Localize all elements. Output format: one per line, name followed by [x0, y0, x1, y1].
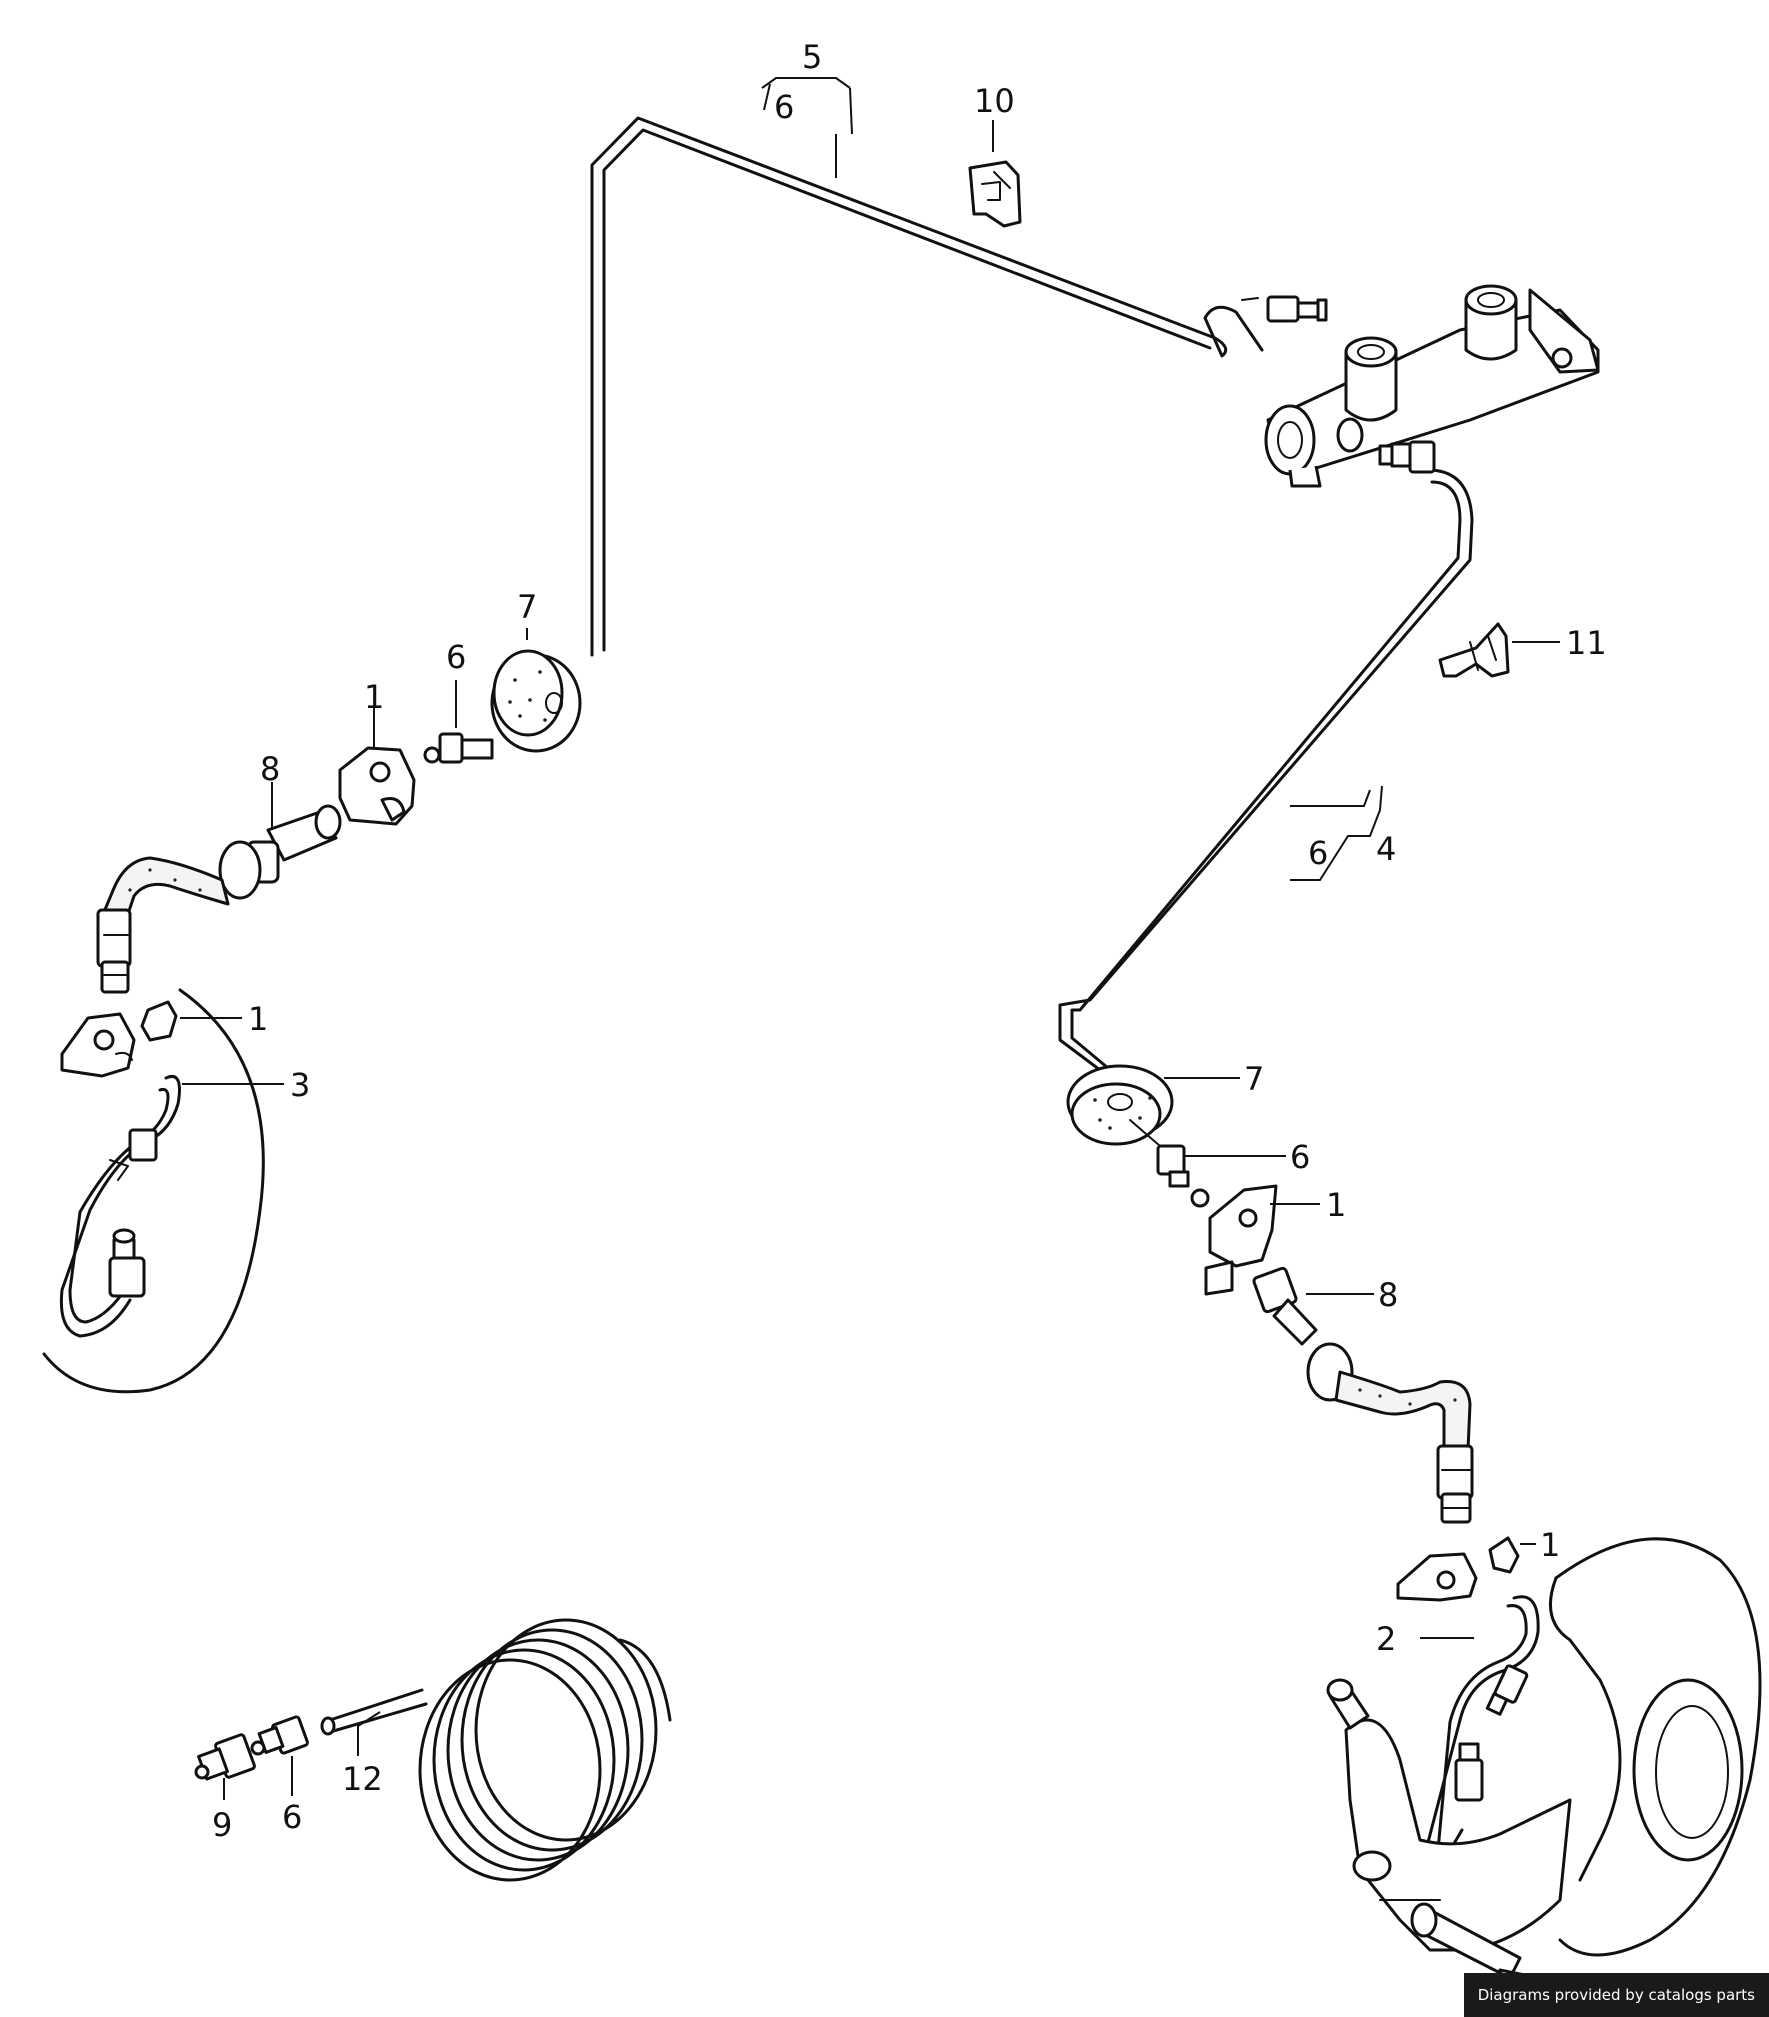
callout-8-right: 8 — [1378, 1276, 1398, 1314]
callout-6-under-5: 6 — [774, 88, 794, 126]
master-cylinder — [1264, 284, 1600, 488]
adapter-9 — [194, 1733, 256, 1781]
callout-7-left: 7 — [517, 588, 537, 626]
pipe-fitting-right — [1378, 440, 1436, 474]
brake-hose-right-8 — [1252, 1266, 1474, 1524]
brake-pipe-right — [1058, 468, 1474, 1072]
callout-2: 2 — [1376, 1620, 1396, 1658]
credit-banner: Diagrams provided by catalogs parts — [1463, 1973, 1769, 2017]
callout-6-right: 6 — [1290, 1138, 1310, 1176]
callout-1-left-lower: 1 — [248, 1000, 268, 1038]
brake-pipe-coil-12 — [320, 1618, 672, 1882]
callout-1-right-mid: 1 — [1326, 1186, 1346, 1224]
callout-7-right: 7 — [1244, 1060, 1264, 1098]
callout-11: 11 — [1566, 624, 1607, 662]
union-bottom-6 — [250, 1715, 309, 1756]
brake-disc-left — [42, 988, 265, 1394]
callout-1-right-lower: 1 — [1540, 1526, 1560, 1564]
brake-pipe-left-3 — [59, 1075, 181, 1338]
bracket-right-1-lower — [1396, 1536, 1520, 1602]
leader-lines — [180, 77, 1560, 1800]
brake-disc-right — [1548, 1537, 1762, 1957]
grommet-right-7 — [1066, 1064, 1174, 1146]
union-left-6 — [423, 732, 494, 764]
bracket-left-1-lower — [60, 1000, 178, 1078]
callout-9: 9 — [212, 1806, 232, 1844]
bracket-left-1-upper — [338, 746, 416, 826]
callout-8-left: 8 — [260, 750, 280, 788]
union-right-6 — [1129, 1119, 1210, 1208]
brake-hose-left-8 — [96, 804, 342, 994]
callout-6-right-bracket: 6 — [1308, 834, 1328, 872]
grommet-left-7 — [490, 649, 582, 753]
pipe-fitting-top — [1266, 295, 1328, 323]
callout-5-top: 5 — [802, 38, 822, 76]
callout-labels: 5 6 10 7 6 1 8 1 3 11 6 4 7 6 1 8 1 2 12… — [212, 38, 1607, 1844]
callout-12: 12 — [342, 1760, 383, 1798]
clip-10 — [968, 160, 1022, 228]
callout-6-left: 6 — [446, 638, 466, 676]
bracket-right-1-mid — [1204, 1184, 1278, 1296]
callout-4: 4 — [1376, 830, 1396, 868]
callout-3: 3 — [290, 1066, 310, 1104]
brake-pipe-upper — [590, 116, 1264, 657]
callout-1-left-upper: 1 — [364, 678, 384, 716]
callout-6-bottom: 6 — [282, 1798, 302, 1836]
clip-11 — [1438, 622, 1510, 678]
callout-10: 10 — [974, 82, 1015, 120]
